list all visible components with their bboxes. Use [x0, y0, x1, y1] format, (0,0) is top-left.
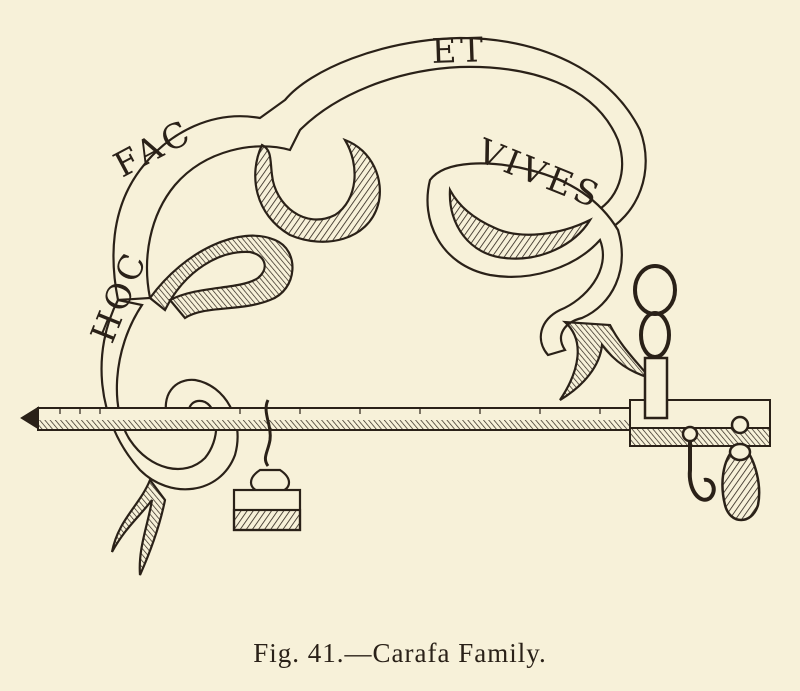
suspension-loop — [633, 264, 677, 420]
beam-shadow — [38, 420, 638, 430]
beam-graduations — [59, 408, 601, 414]
beam-point — [20, 406, 39, 430]
end-hooks — [681, 415, 761, 522]
motto-ribbon — [100, 36, 654, 576]
figure-caption: Fig. 41.—Carafa Family. — [253, 638, 547, 668]
ribbon-right-inner-shade — [448, 186, 593, 260]
beam-end-housing-shade — [629, 427, 771, 447]
ribbon-middle-loop — [148, 234, 294, 320]
steelyard-beam — [20, 399, 771, 447]
ribbon-right-tails — [559, 320, 654, 401]
sliding-weight — [232, 399, 302, 532]
motto-word-et: ET — [431, 30, 488, 72]
ribbon-left-tails — [110, 477, 167, 576]
ribbon-inner-loop-shade — [254, 137, 381, 243]
